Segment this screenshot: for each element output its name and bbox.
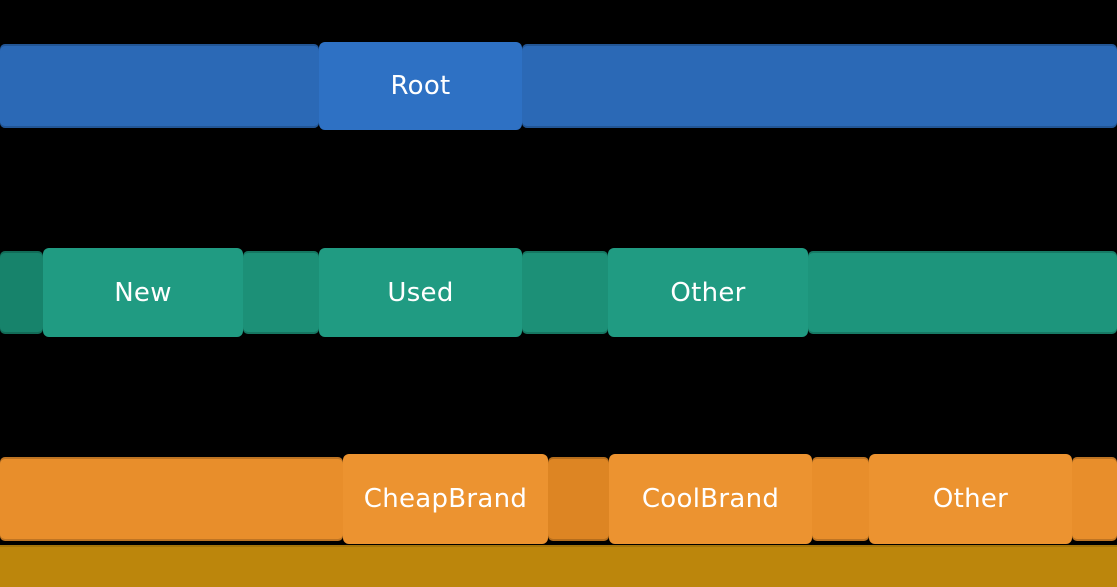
node-other-level1[interactable]: Other bbox=[608, 248, 808, 337]
node-cheapbrand[interactable]: CheapBrand bbox=[343, 454, 548, 544]
level1-connector-segment-2 bbox=[522, 251, 608, 334]
node-used[interactable]: Used bbox=[319, 248, 522, 337]
node-coolbrand[interactable]: CoolBrand bbox=[609, 454, 812, 544]
node-new[interactable]: New bbox=[43, 248, 243, 337]
node-other-level1-label: Other bbox=[670, 277, 746, 308]
node-other-level2-label: Other bbox=[932, 484, 1009, 514]
node-root-label: Root bbox=[390, 71, 451, 101]
level1-bar-segment-edge-left bbox=[0, 251, 43, 334]
level1-bar-segment-right bbox=[808, 251, 1117, 334]
node-root[interactable]: Root bbox=[319, 42, 522, 130]
node-coolbrand-label: CoolBrand bbox=[641, 484, 780, 514]
node-cheapbrand-label: CheapBrand bbox=[363, 484, 528, 514]
level3-bar-cropped bbox=[0, 545, 1117, 587]
level2-bar-segment-right bbox=[1072, 457, 1117, 541]
level2-connector-segment-1 bbox=[548, 457, 609, 541]
node-used-label: Used bbox=[387, 277, 454, 308]
level1-connector-segment-1 bbox=[243, 251, 319, 334]
level2-connector-segment-2 bbox=[812, 457, 869, 541]
node-new-label: New bbox=[114, 277, 172, 308]
level0-bar-segment-left bbox=[0, 44, 319, 128]
level2-bar-segment-left bbox=[0, 457, 343, 541]
node-other-level2[interactable]: Other bbox=[869, 454, 1072, 544]
level0-bar-segment-right bbox=[522, 44, 1117, 128]
